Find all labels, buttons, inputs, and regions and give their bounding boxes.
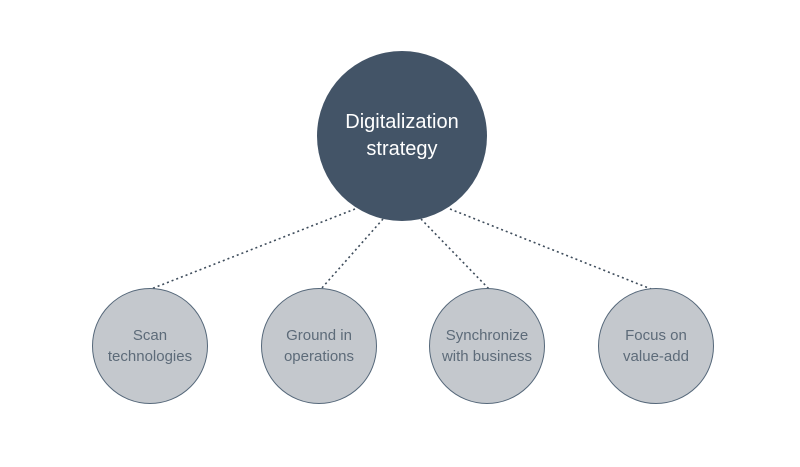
connector-focus-on-value-add (449, 208, 652, 290)
node-label-line2: value-add (623, 348, 689, 365)
central-node-label-line1: Digitalization (345, 111, 459, 133)
central-node-label-line2: strategy (366, 138, 438, 160)
node-focus-on-value-add: Focus on value-add (598, 288, 714, 404)
node-label-line1: Scan (132, 327, 168, 344)
central-node-label: Digitalization strategy (345, 109, 458, 163)
node-ground-in-operations: Ground in operations (261, 288, 377, 404)
central-node-digitalization-strategy: Digitalization strategy (317, 51, 487, 221)
connector-synchronize-with-business (420, 218, 490, 290)
node-label: Focus on value-add (623, 325, 689, 367)
node-label-line2: operations (283, 348, 355, 365)
node-label-line1: Focus on (625, 327, 687, 344)
node-label-line2: technologies (107, 348, 193, 365)
node-synchronize-with-business: Synchronize with business (429, 288, 545, 404)
node-label: Ground in operations (284, 325, 354, 367)
connector-scan-technologies (150, 208, 356, 290)
node-scan-technologies: Scan technologies (92, 288, 208, 404)
connector-ground-in-operations (320, 218, 384, 290)
node-label: Scan technologies (108, 325, 192, 367)
node-label-line1: Synchronize (445, 327, 529, 344)
node-label-line2: with business (441, 348, 533, 365)
node-label-line1: Ground in (286, 327, 352, 344)
node-label: Synchronize with business (442, 325, 532, 367)
